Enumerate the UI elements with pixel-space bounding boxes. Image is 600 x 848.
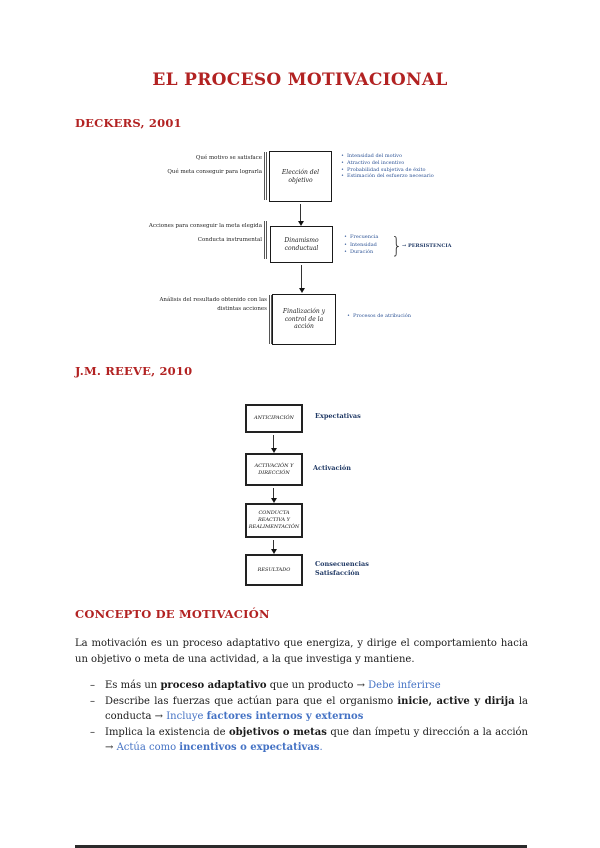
flow-box-activacion: ACTIVACIÓN Y DIRECCIÓN	[245, 453, 303, 486]
bullet-item: Estimación del esfuerzo necesario	[341, 173, 434, 180]
divider-bar	[269, 295, 272, 344]
row2-label-2: Conducta instrumental	[197, 237, 262, 243]
bullet-item: Probabilidad subjetiva de éxito	[341, 167, 434, 174]
row2-label-1: Acciones para conseguir la meta elegida	[148, 223, 262, 229]
arrow-down-icon	[299, 288, 305, 293]
divider-bar	[264, 221, 267, 259]
row3-bullets: Procesos de atribución	[347, 313, 411, 320]
side-line-1: Consecuencias	[315, 560, 369, 568]
connector-line	[301, 265, 302, 289]
arrow-down-icon	[298, 221, 304, 226]
result-text: PERSISTENCIA	[407, 243, 452, 249]
row1-left-labels: Qué motivo se satisface Qué meta consegu…	[112, 151, 262, 179]
flow-box-eleccion: Elección del objetivo	[269, 151, 332, 202]
row3-label-1: Análisis del resultado obtenido con las	[159, 297, 267, 303]
list-item: Implica la existencia de objetivos o met…	[90, 725, 528, 756]
concept-paragraph: La motivación es un proceso adaptativo q…	[75, 638, 528, 665]
list-item: Es más un proceso adaptativo que un prod…	[90, 678, 528, 694]
list-item: Describe las fuerzas que actúan para que…	[90, 694, 528, 725]
side-label-consecuencias: Consecuencias Satisfacción	[315, 560, 369, 578]
row1-label-2: Qué meta conseguir para lograrla	[167, 169, 262, 175]
next-page-edge	[75, 845, 527, 848]
flow-box-conducta: CONDUCTA REACTIVA Y REALIMENTACIÓN	[245, 503, 303, 538]
divider-bar	[264, 152, 267, 200]
side-label-activacion: Activación	[313, 464, 351, 472]
arrow-down-icon	[271, 549, 277, 554]
connector-line	[273, 540, 274, 549]
side-line-2: Satisfacción	[315, 569, 360, 577]
page-title: EL PROCESO MOTIVACIONAL	[152, 70, 448, 90]
flow-box-dinamismo: Dinamismo conductual	[270, 226, 333, 263]
brace-glyph: }	[391, 233, 403, 260]
arrow-down-icon	[271, 448, 277, 453]
row2-bullets: Frecuencia Intensidad Duración	[344, 234, 378, 257]
row2-left-labels: Acciones para conseguir la meta elegida …	[100, 219, 262, 247]
side-label-expectativas: Expectativas	[315, 412, 361, 420]
result-arrow: →	[402, 243, 407, 249]
section-heading-deckers: DECKERS, 2001	[75, 116, 182, 130]
connector-line	[273, 435, 274, 448]
section-heading-concepto: CONCEPTO DE MOTIVACIÓN	[75, 607, 270, 621]
bullet-item: Frecuencia	[344, 234, 378, 242]
bullet-item: Intensidad	[344, 242, 378, 250]
persistencia-label: → PERSISTENCIA	[402, 243, 452, 249]
connector-line	[273, 488, 274, 498]
row1-bullets: Intensidad del motivo Atractivo del ince…	[341, 153, 434, 180]
section-heading-reeve: J.M. REEVE, 2010	[75, 364, 193, 378]
connector-line	[300, 204, 301, 222]
bullet-item: Procesos de atribución	[347, 313, 411, 320]
arrow-down-icon	[271, 498, 277, 503]
row3-left-labels: Análisis del resultado obtenido con las …	[117, 296, 267, 314]
concept-bullet-list: Es más un proceso adaptativo que un prod…	[90, 678, 528, 756]
flow-box-finalizacion: Finalización y control de la acción	[272, 294, 336, 345]
bullet-item: Atractivo del incentivo	[341, 160, 434, 167]
row1-label-1: Qué motivo se satisface	[195, 155, 262, 161]
row3-label-2: distintas acciones	[217, 306, 267, 312]
flow-box-anticipacion: ANTICIPACIÓN	[245, 404, 303, 433]
bullet-item: Duración	[344, 249, 378, 257]
bullet-item: Intensidad del motivo	[341, 153, 434, 160]
flow-box-resultado: RESULTADO	[245, 554, 303, 586]
